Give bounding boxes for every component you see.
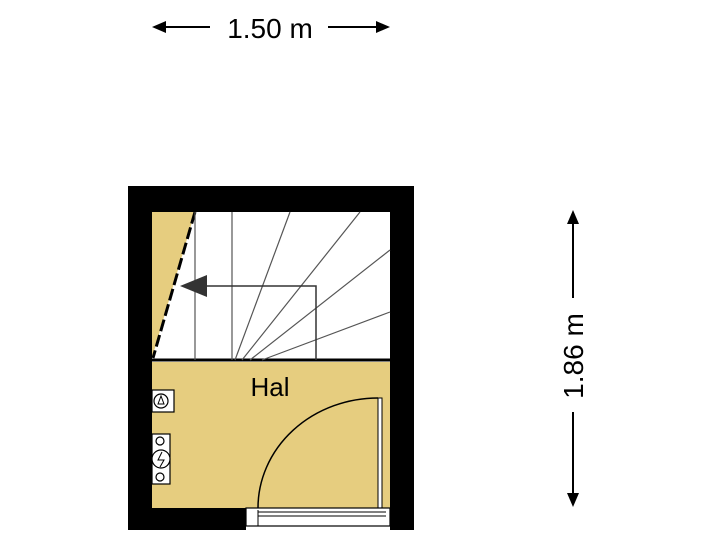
door-threshold: [245, 507, 391, 527]
hall-floor: [152, 362, 390, 508]
width-arrow-left-icon: [152, 21, 166, 33]
walls: [128, 186, 414, 530]
stair-tread: [261, 311, 391, 361]
wall-bottom-left: [128, 508, 246, 530]
height-dimension-label: 1.86 m: [558, 313, 589, 399]
floor: [151, 211, 390, 508]
wall-left: [128, 186, 152, 530]
height-arrow-bottom-icon: [567, 493, 579, 507]
meter-cupboard-icon: [151, 389, 175, 413]
width-dimension-label: 1.50 m: [227, 13, 313, 44]
width-dimension: 1.50 m: [152, 13, 390, 44]
stair-tread: [249, 249, 391, 361]
wall-top: [128, 186, 414, 212]
electric-socket-icon: [151, 433, 171, 485]
height-arrow-top-icon: [567, 210, 579, 224]
up-arrow-icon: [180, 275, 207, 297]
width-arrow-right-icon: [376, 21, 390, 33]
under-stair-edge: [151, 211, 197, 359]
staircase: [152, 211, 391, 362]
wall-right: [390, 186, 414, 530]
height-dimension: 1.86 m: [558, 210, 589, 507]
stair-walkline: [200, 285, 317, 360]
room-label: Hal: [250, 372, 289, 402]
